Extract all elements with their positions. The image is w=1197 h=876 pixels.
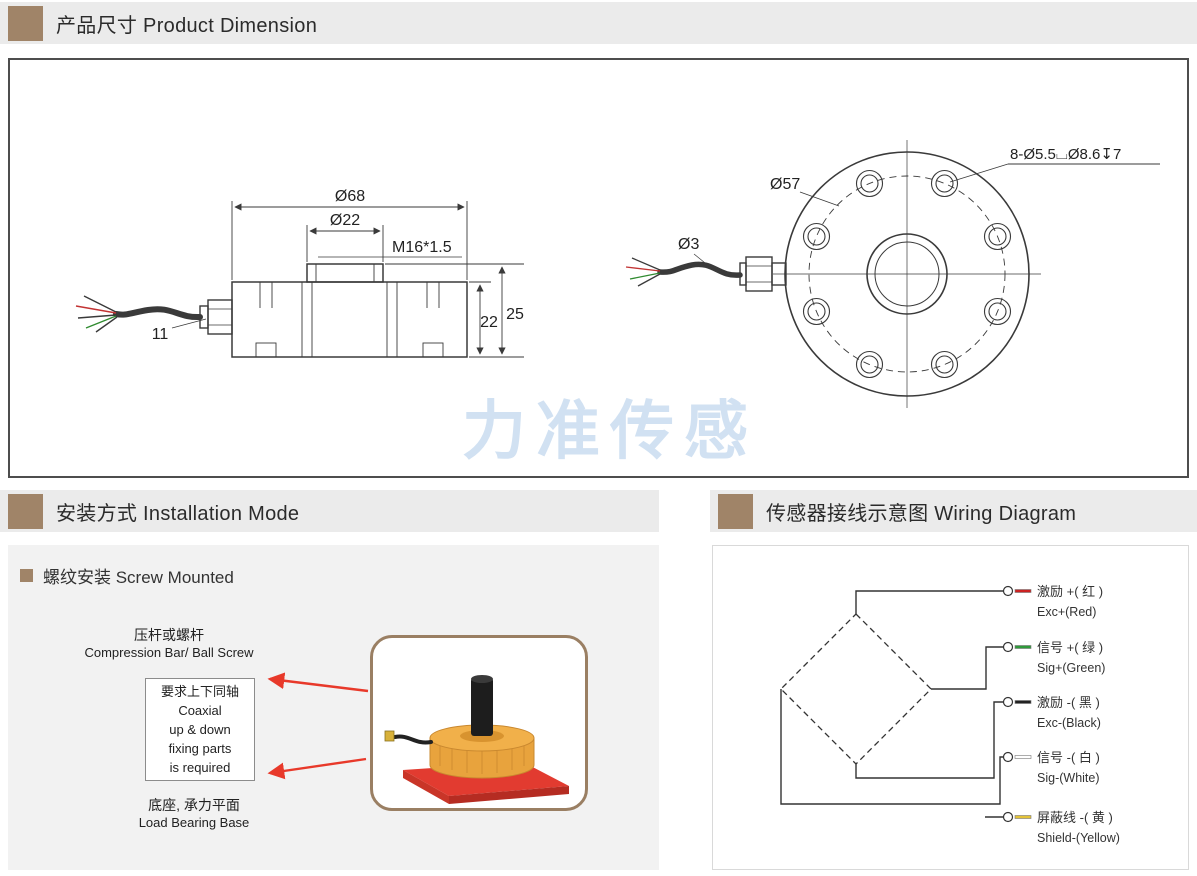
dim-dia3-label: Ø3 [678,236,699,253]
accent-square-icon [718,493,753,529]
product-dimension-drawing-box: 力准传感 [8,58,1189,478]
product-dimension-header: 产品尺寸 Product Dimension [0,2,1197,44]
dim-dia57-label: Ø57 [770,176,800,193]
wiring-title: 传感器接线示意图 Wiring Diagram [766,502,1077,525]
bolt-holes [802,169,1012,379]
wire-red [75,305,117,314]
arrow-to-top-of-cell [267,672,369,693]
front-view-dim-labels: Ø57 8-Ø5.5⌴Ø8.6↧7 Ø3 [678,146,1121,253]
front-view-drawing [773,140,1041,408]
side-cable [113,306,203,321]
screw-mounted-label: 螺纹安装 Screw Mounted [43,568,234,587]
note-line: up & down [169,722,231,737]
note-line: is required [169,760,231,775]
wiring-header: 传感器接线示意图 Wiring Diagram [710,490,1197,532]
wiring-panel: 激励 +( 红 ) Exc+(Red) 信号 +( 绿 ) Sig+(Green… [712,545,1189,870]
wire-color-swatch [1014,700,1032,704]
accent-square-icon [8,493,43,529]
wheatstone-bridge [780,613,932,765]
terminal-label-cn: 屏蔽线 -( 黄 ) [1037,810,1113,825]
wire-color-swatch [1014,755,1032,759]
illustration-cable [393,734,433,745]
terminal-label-en: Sig-(White) [1037,771,1100,785]
wire-color-swatch [1014,815,1032,819]
front-cable [657,261,743,278]
side-view-dim-labels: Ø68 Ø22 M16*1.5 22 25 11 [152,188,524,343]
screw-mounted-row: 螺纹安装 Screw Mounted [20,563,234,588]
coaxial-note-box: 要求上下同轴 Coaxial up & down fixing parts is… [145,678,255,781]
compression-rod [471,678,493,736]
side-view-cable [75,295,233,335]
terminal-label-en: Shield-(Yellow) [1037,831,1120,845]
accent-square-icon [8,5,43,41]
bullet-square-icon [20,569,33,582]
terminal-label-en: Exc+(Red) [1037,605,1096,619]
note-line: 要求上下同轴 [160,684,239,699]
wire-red [625,266,661,272]
note-line: Coaxial [178,703,222,718]
wire-color-swatch [1014,645,1032,649]
installation-title: 安装方式 Installation Mode [56,502,300,525]
side-view-drawing [231,263,468,358]
terminal-exc-plus: 激励 +( 红 ) Exc+(Red) [1002,584,1103,619]
installation-illustration [370,635,588,811]
dim-11-label: 11 [152,326,169,343]
front-view-cable [625,256,787,292]
dim-boltholes-label: 8-Ø5.5⌴Ø8.6↧7 [1010,146,1121,163]
note-line: fixing parts [168,741,232,756]
terminal-sig-plus: 信号 +( 绿 ) Sig+(Green) [1002,640,1105,675]
watermark: 力准传感 [462,395,758,467]
load-bearing-base-label-cn: 底座, 承力平面 [148,797,240,813]
dim-dia22-label: Ø22 [330,212,360,229]
front-view-dimensions [693,163,1160,268]
terminal-label-en: Exc-(Black) [1037,716,1101,730]
side-body [231,281,468,358]
terminal-sig-minus: 信号 -( 白 ) Sig-(White) [1002,750,1100,785]
installation-header: 安装方式 Installation Mode [0,490,659,532]
load-bearing-base-label-en: Load Bearing Base [138,815,250,830]
terminal-shield: 屏蔽线 -( 黄 ) Shield-(Yellow) [1002,810,1120,845]
terminal-label-cn: 信号 -( 白 ) [1037,750,1100,765]
dim-dia68-label: Ø68 [335,188,365,205]
base-plate-front [449,786,569,804]
terminal-label-cn: 激励 -( 黑 ) [1037,695,1100,710]
terminal-label-cn: 激励 +( 红 ) [1037,584,1103,599]
compression-bar-label: 压杆或螺杆 Compression Bar/ Ball Screw [63,625,275,660]
terminal-label-en: Sig+(Green) [1037,661,1105,675]
dim-22-label: 22 [480,314,498,331]
dim-25-label: 25 [506,306,524,323]
side-boss [306,263,384,283]
compression-rod-top [471,675,493,683]
terminal-exc-minus: 激励 -( 黑 ) Exc-(Black) [1002,695,1101,730]
load-bearing-base-label: 底座, 承力平面 Load Bearing Base [88,795,300,830]
installation-illustration-svg [384,675,569,804]
wire-green [629,272,661,280]
dim-thread-label: M16*1.5 [392,239,452,256]
arrow-to-base [267,757,367,780]
side-view-dimensions [171,201,524,358]
wire-color-swatch [1014,589,1032,593]
cable-connector [384,730,395,742]
base-plate-side [403,770,449,804]
terminal-label-cn: 信号 +( 绿 ) [1037,640,1103,655]
compression-bar-label-en: Compression Bar/ Ball Screw [84,645,254,660]
wire-green [85,315,117,329]
compression-bar-label-cn: 压杆或螺杆 [134,627,204,643]
product-dimension-title: 产品尺寸 Product Dimension [56,14,318,37]
dimension-drawing-svg: 力准传感 [75,140,1160,467]
installation-panel: 螺纹安装 Screw Mounted 压杆或螺杆 Compression Bar… [8,545,659,870]
wiring-diagram-svg: 激励 +( 红 ) Exc+(Red) 信号 +( 绿 ) Sig+(Green… [780,584,1120,845]
wire-routes [780,590,1003,818]
